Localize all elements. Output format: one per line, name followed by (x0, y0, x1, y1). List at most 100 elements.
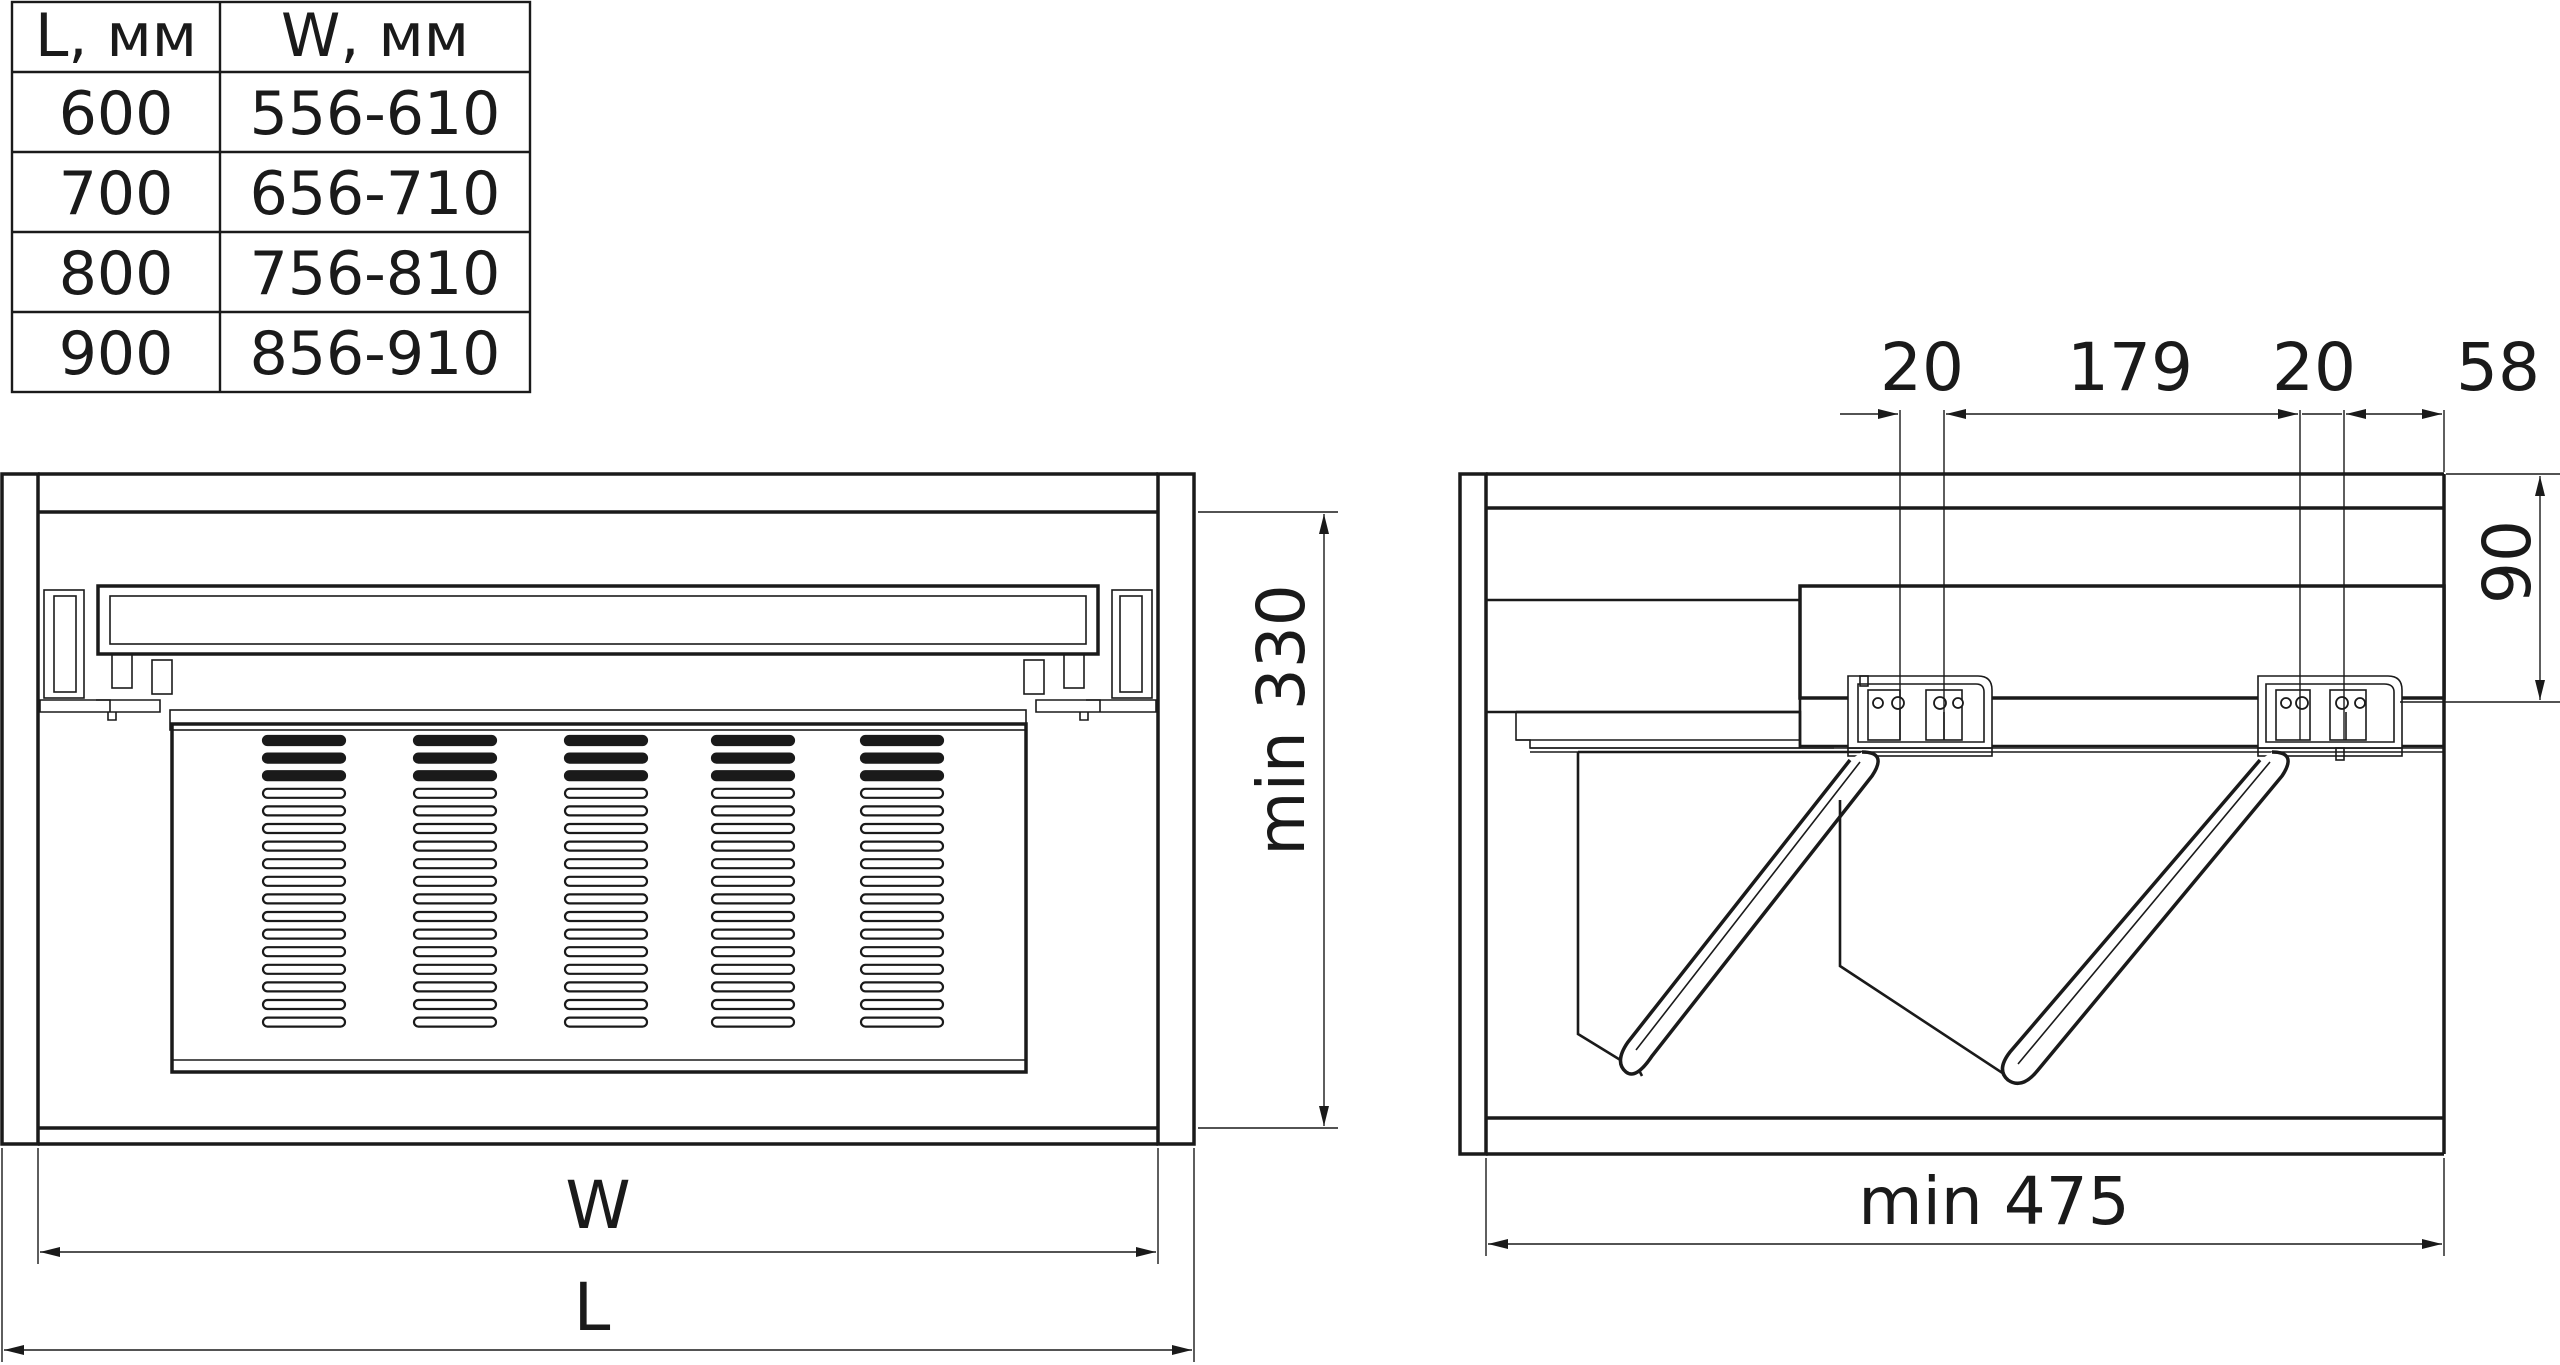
dimension-label-20-right: 20 (2272, 329, 2356, 406)
vent-slot (563, 858, 649, 870)
vent-slot (412, 981, 498, 993)
vent-slot (261, 981, 347, 993)
depth-dimension-label: min 475 (1858, 1163, 2129, 1240)
vent-slot (710, 981, 796, 993)
cabinet-front-panel (1458, 472, 1488, 1156)
vent-slot (710, 787, 796, 799)
vent-slot (563, 998, 649, 1011)
table-header-width: W, мм (281, 1, 469, 71)
vent-slot (859, 787, 945, 799)
right-runner (1035, 589, 1157, 721)
vent-slot (261, 805, 347, 817)
vent-slot (412, 734, 498, 747)
vent-slot (412, 875, 498, 887)
table-cell-width: 756-810 (250, 239, 501, 309)
vent-slot (412, 752, 498, 764)
side-view: 20 179 20 58 90 min 475 (1458, 329, 2560, 1256)
vent-slot (710, 822, 796, 835)
dimension-width-inner: W (37, 1148, 1159, 1264)
vent-slot (412, 946, 498, 958)
vent-slot (859, 946, 945, 958)
vent-slot (710, 963, 796, 975)
vent-slot (859, 893, 945, 905)
vent-slot (859, 998, 945, 1011)
vent-slot (859, 910, 945, 923)
vent-slot (261, 946, 347, 958)
dimension-length: L (1, 1148, 1195, 1362)
vent-slot (412, 998, 498, 1011)
vent-slot (563, 770, 649, 782)
vent-slot (261, 770, 347, 782)
vent-slot (859, 981, 945, 993)
vent-slot (563, 928, 649, 940)
vent-slot (563, 787, 649, 799)
basket-front (1576, 750, 1880, 1077)
vent-slot (710, 858, 796, 870)
vent-slot (710, 752, 796, 764)
vent-slot (710, 840, 796, 852)
dimension-label-58: 58 (2456, 329, 2540, 406)
vent-slot (412, 963, 498, 975)
vent-slot (710, 998, 796, 1011)
vent-slot (563, 752, 649, 764)
vent-slot (412, 822, 498, 835)
vent-slot (710, 734, 796, 747)
cabinet-right-panel (1156, 472, 1196, 1146)
vent-slot (261, 963, 347, 975)
dimension-top: 20 179 20 58 (1840, 329, 2540, 740)
vent-slot (261, 928, 347, 940)
vent-slot (563, 963, 649, 975)
vent-slot (261, 893, 347, 905)
cabinet-left-panel (0, 472, 40, 1146)
table-cell-width: 556-610 (250, 79, 501, 149)
vent-slot (710, 928, 796, 940)
vent-slot (710, 875, 796, 887)
vent-slot (859, 734, 945, 747)
dimension-90: 90 (2400, 473, 2560, 703)
size-table: L, мм W, мм 600 556-610 700 656-710 800 … (10, 0, 532, 394)
vent-slot (261, 1016, 347, 1028)
vent-slot (412, 787, 498, 799)
vent-slot (563, 734, 649, 747)
vent-slot (710, 893, 796, 905)
vent-slot (563, 875, 649, 887)
ventilation-slots (261, 734, 945, 1028)
vent-slot (710, 946, 796, 958)
vent-slot (563, 840, 649, 852)
vent-slot (563, 893, 649, 905)
table-cell-width: 856-910 (250, 319, 501, 389)
vent-slot (412, 840, 498, 852)
table-cell-length: 600 (59, 79, 174, 149)
vent-slot (710, 805, 796, 817)
vent-slot (859, 822, 945, 835)
mounting-bracket-left (1847, 675, 1993, 757)
front-view: min 330 W L (0, 472, 1338, 1362)
vent-slot (412, 858, 498, 870)
vent-slot (859, 928, 945, 940)
vent-slot (563, 910, 649, 923)
vent-slot (859, 1016, 945, 1028)
length-dimension-label: L (574, 1269, 611, 1346)
vent-slot (261, 787, 347, 799)
vent-slot (563, 1016, 649, 1028)
vent-slot (859, 963, 945, 975)
vent-slot (710, 910, 796, 923)
vent-slot (859, 770, 945, 782)
vent-slot (261, 734, 347, 747)
vent-slot (261, 822, 347, 835)
vent-slot (859, 858, 945, 870)
vent-slot (261, 752, 347, 764)
vent-slot (261, 910, 347, 923)
left-runner (39, 589, 161, 721)
vent-slot (563, 981, 649, 993)
vent-slot (859, 875, 945, 887)
vent-slot (412, 805, 498, 817)
vent-slot (859, 752, 945, 764)
dimension-label-20-left: 20 (1880, 329, 1964, 406)
table-header-length: L, мм (35, 1, 197, 71)
vent-slot (563, 805, 649, 817)
vent-slot (261, 998, 347, 1011)
vent-slot (412, 770, 498, 782)
basket (170, 722, 1028, 1074)
